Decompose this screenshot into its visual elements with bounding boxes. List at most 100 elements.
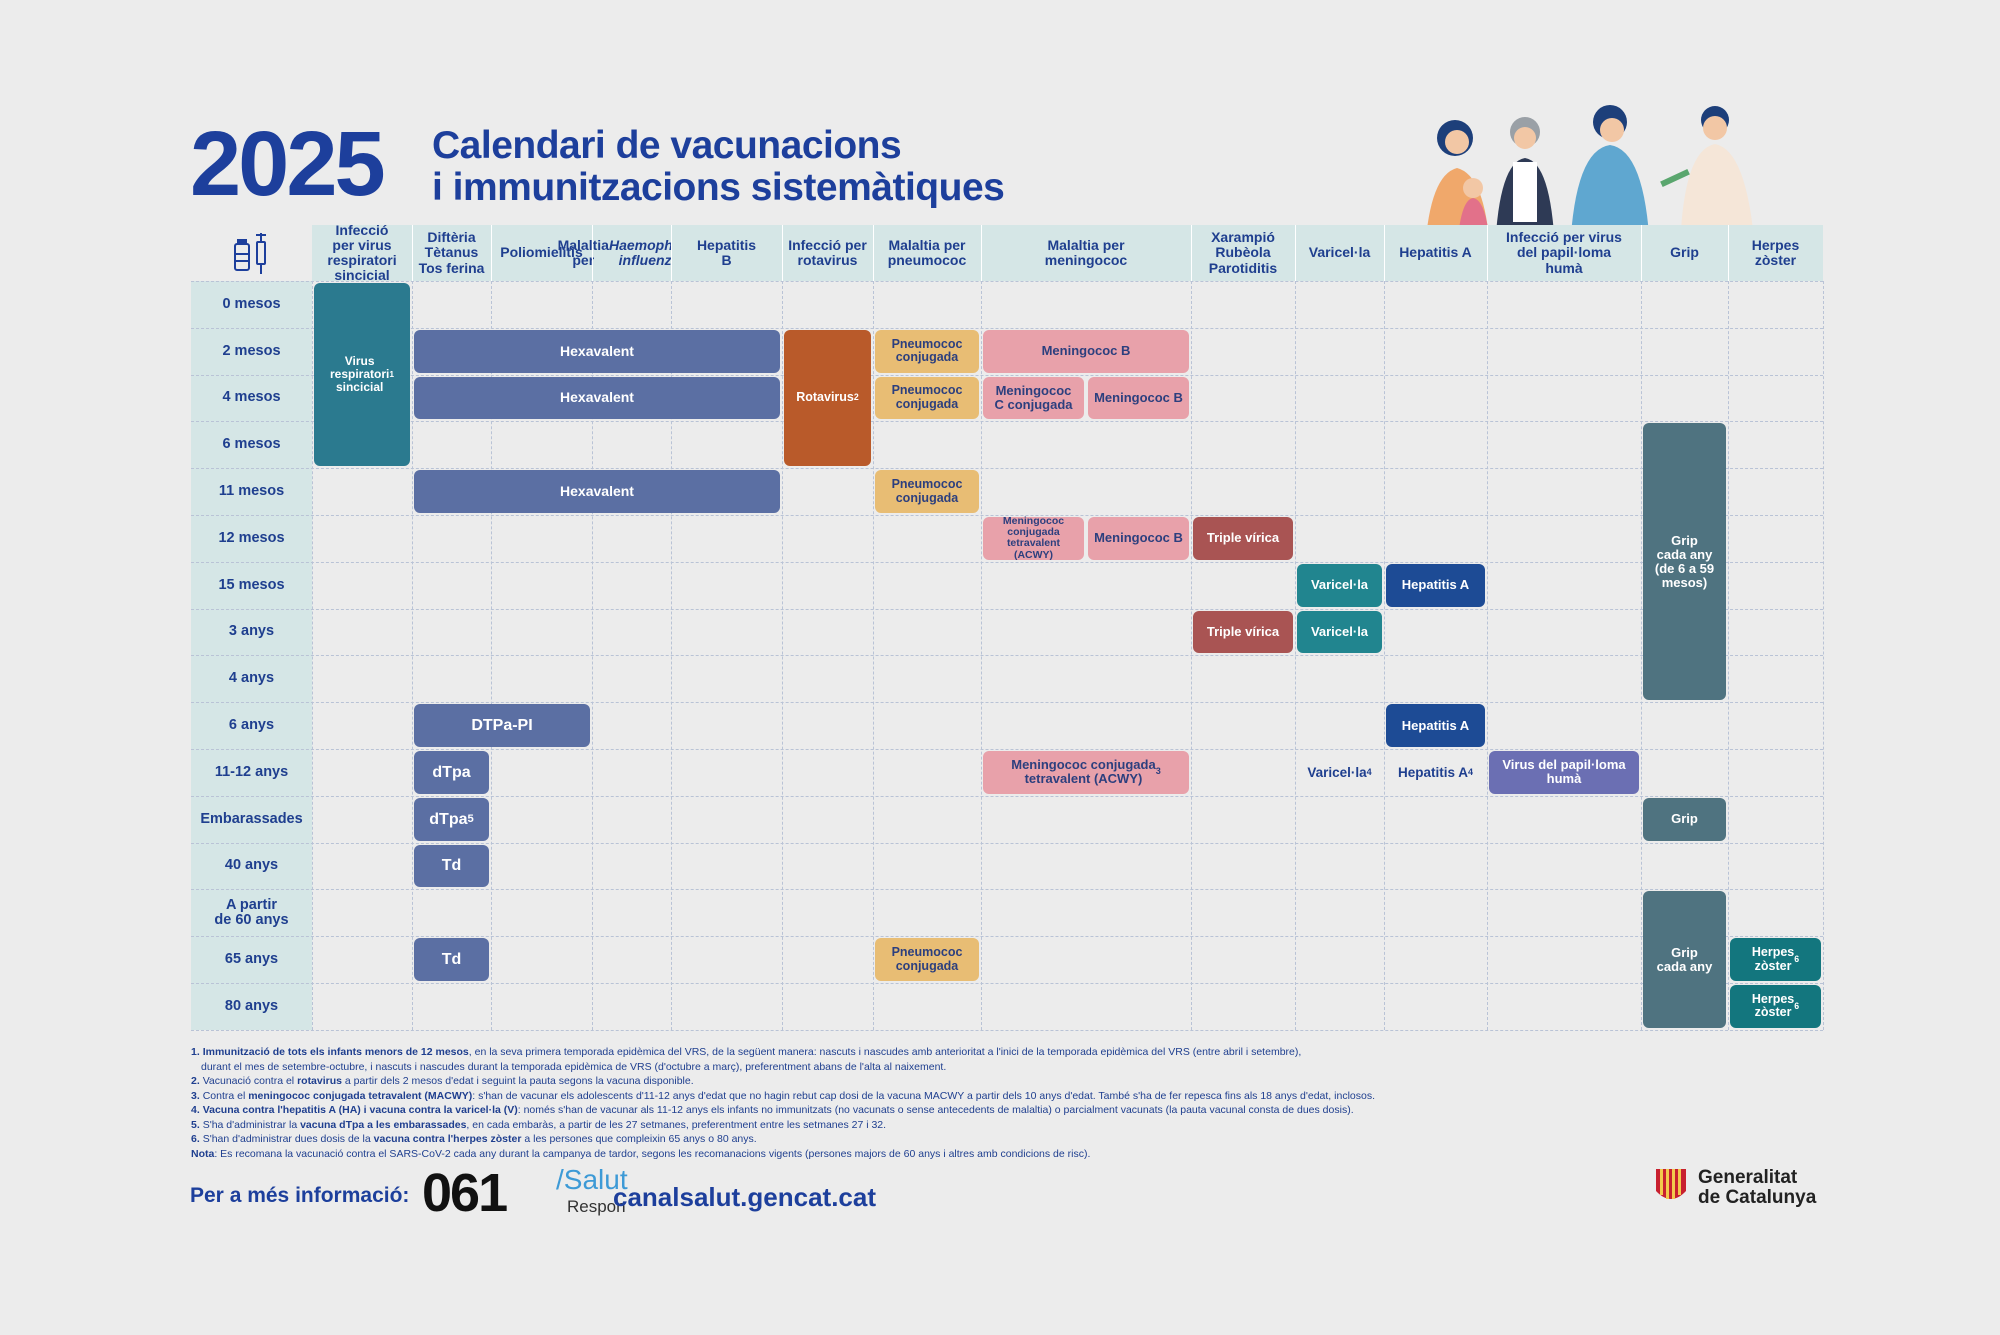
column-header: Malaltia per meningococ <box>981 225 1191 281</box>
header-divider <box>592 225 593 281</box>
row-label: 80 anys <box>191 983 312 1030</box>
column-header: Hepatitis A <box>1384 225 1487 281</box>
icon-header-cell <box>191 225 312 281</box>
vaccine-label: Hexavalent <box>560 389 634 406</box>
vaccine-block: Hepatitis A <box>1386 704 1485 747</box>
footnote-text: durant el mes de setembre-octubre, i nas… <box>201 1060 947 1073</box>
column-header: Malaltia per pneumococ <box>873 225 981 281</box>
vaccine-vial-syringe-icon <box>233 233 266 274</box>
footnote-line: 2. Vacunació contra el rotavirus a parti… <box>191 1074 1691 1089</box>
vaccine-block: Td <box>414 938 489 981</box>
grid-hline <box>191 655 1823 657</box>
row-label: 3 anys <box>191 608 312 656</box>
footnote-line: 3. Contra el meningococ conjugada tetrav… <box>191 1089 1691 1104</box>
vaccine-block: Meningococ conjugada tetravalent (ACWY)3 <box>983 751 1189 794</box>
vaccination-calendar-grid: Infecció per virus respiratori sincicial… <box>191 222 1824 1031</box>
header-divider <box>412 225 413 281</box>
vaccine-block: Hexavalent <box>414 470 780 513</box>
footnote-ref: 6 <box>1794 953 1800 964</box>
vaccine-block: Triple vírica <box>1193 517 1293 560</box>
vaccine-block: dTpa <box>414 751 489 794</box>
grid-hline <box>191 983 1823 984</box>
vaccine-label: Pneumococ conjugada <box>891 336 963 365</box>
vaccine-label: Varicel·la <box>1310 623 1369 639</box>
generalitat-line1: Generalitat <box>1698 1167 1798 1188</box>
footnote-ref: 1 <box>389 369 395 380</box>
footnote-bold: Immunització de tots els infants menors … <box>202 1046 469 1058</box>
row-label: 65 anys <box>191 936 312 983</box>
footnote-bold: rotavirus <box>297 1075 342 1087</box>
footnote-num: 1. <box>191 1046 203 1058</box>
footnote-pre: S'han d'administrar dues dosis de la <box>202 1133 374 1145</box>
column-header: Hepatitis B <box>671 225 782 281</box>
grid-hline <box>191 561 1823 563</box>
header-divider <box>873 225 874 281</box>
row-label: 12 mesos <box>191 515 312 562</box>
vaccine-label: Td <box>441 950 462 968</box>
row-label: 6 anys <box>191 702 312 749</box>
footnote-pre: S'ha d'administrar la <box>202 1118 301 1131</box>
footnote-text: : només s'han de vacunar als 11-12 anys … <box>517 1104 1354 1116</box>
column-header: Infecció per virus del papil·loma humà <box>1487 225 1641 281</box>
vaccine-label: Hexavalent <box>560 342 634 359</box>
column-header: Infecció per rotavirus <box>782 225 873 281</box>
vaccine-label: Meningococ B <box>1094 389 1183 405</box>
page-title-line2: i immunitzacions sistemàtiques <box>432 166 1005 209</box>
vaccine-label: Triple vírica <box>1206 530 1280 546</box>
footnote-num: 5. <box>191 1118 203 1131</box>
vaccine-label: Triple vírica <box>1206 623 1280 639</box>
website-link[interactable]: canalsalut.gencat.cat <box>613 1182 876 1212</box>
header-divider <box>782 225 783 281</box>
column-header: Herpes zòster <box>1728 225 1823 281</box>
grid-hline <box>191 749 1823 750</box>
year-title: 2025 <box>190 113 386 215</box>
footnote-text: a les persones que compleixin 65 anys o … <box>521 1133 757 1145</box>
vaccine-block: Triple vírica <box>1193 610 1293 654</box>
vaccine-block: Pneumococ conjugada <box>875 376 979 420</box>
footnote-line: Nota: Es recomana la vacunació contra el… <box>191 1147 1691 1162</box>
column-header: Grip <box>1641 225 1728 281</box>
grid-hline <box>191 515 1823 516</box>
phone-061: 061 <box>422 1163 508 1223</box>
vaccine-label: Td <box>441 857 462 875</box>
footnote-ref: 4 <box>1468 767 1474 778</box>
vaccine-label: Meningococ B <box>1094 530 1183 546</box>
row-label: A partir de 60 anys <box>191 889 312 937</box>
footnote-num: 2. <box>191 1075 203 1087</box>
vaccine-block: Pneumococ conjugada <box>875 329 979 373</box>
row-label: Embarassades <box>191 795 312 843</box>
vaccine-label: Meningococ conjugada tetravalent (ACWY) <box>1011 757 1156 787</box>
footnote-pre: Vacunació contra el <box>202 1075 298 1087</box>
vaccine-block: Meningococ B <box>983 329 1189 373</box>
header-divider <box>1487 225 1488 281</box>
footnote-bold: vacuna dTpa a les embarassades <box>300 1118 467 1131</box>
grid-hline <box>191 795 1823 797</box>
vaccine-block: Pneumococ conjugada <box>875 470 979 513</box>
footnote-line: durant el mes de setembre-octubre, i nas… <box>191 1060 1691 1075</box>
grid-hline <box>191 842 1823 844</box>
vaccine-label: Meningococ B <box>1041 343 1131 359</box>
column-header: Infecció per virus respiratori sincicial <box>312 222 412 283</box>
vaccine-label: Varicel·la <box>1307 764 1367 780</box>
row-label: 15 mesos <box>191 561 312 609</box>
header-divider <box>981 225 982 281</box>
vaccine-label: Grip cada any (de 6 a 59 mesos) <box>1654 532 1715 590</box>
footnote-ref: 4 <box>1366 767 1372 778</box>
vaccine-label: dTpa <box>429 810 468 828</box>
vaccine-block: Hexavalent <box>414 329 780 373</box>
vaccine-block: Hexavalent <box>414 376 780 420</box>
grid-hline <box>191 702 1823 704</box>
footnote-line: 4. Vacuna contra l'hepatitis A (HA) i va… <box>191 1103 1691 1118</box>
vaccine-label: Rotavirus <box>796 390 854 405</box>
vaccine-label: Pneumococ conjugada <box>891 945 963 973</box>
footnote-text: : Es recomana la vacunació contra el SAR… <box>214 1147 1091 1160</box>
salut-label: /Salut <box>556 1164 628 1195</box>
row-label: 6 mesos <box>191 421 312 469</box>
vaccine-label: Grip <box>1671 811 1698 827</box>
row-label: 4 anys <box>191 655 312 703</box>
grid-hline <box>191 374 1823 376</box>
